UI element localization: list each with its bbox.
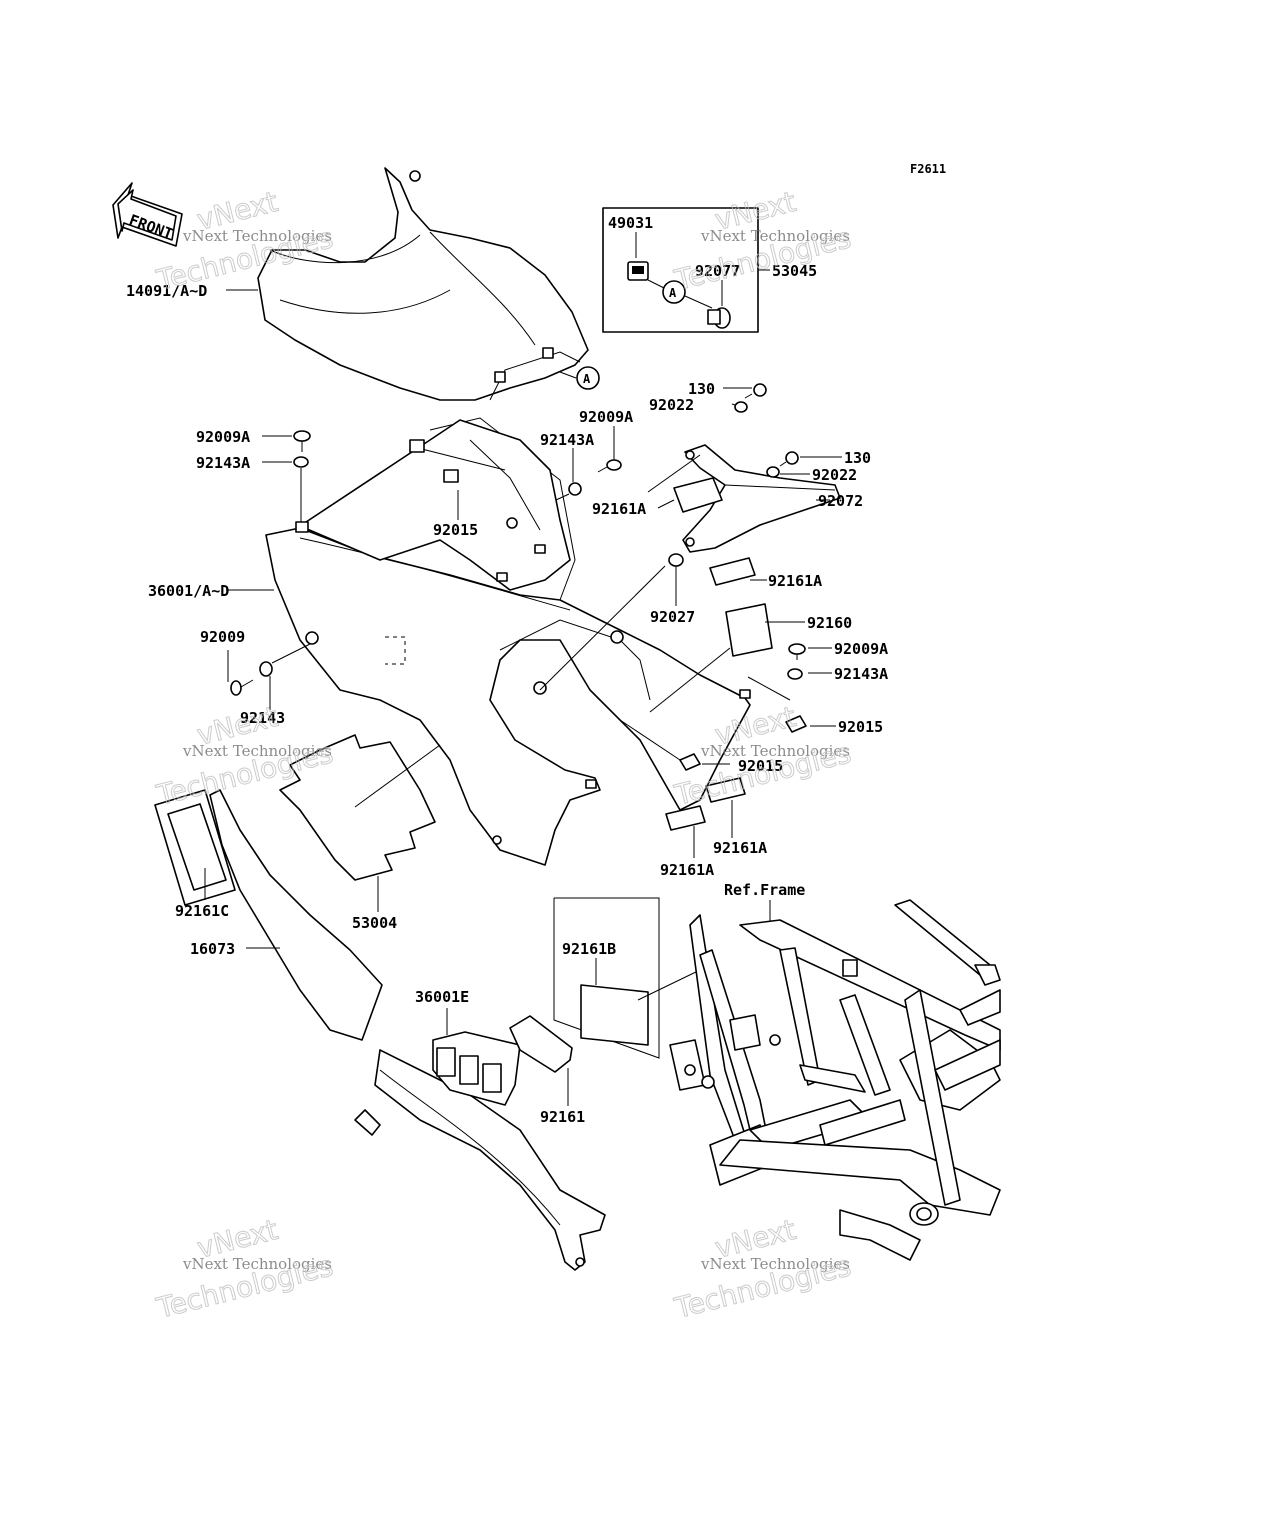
label-92015-right: 92015: [838, 718, 883, 736]
watermark-5: vNext vNext Technologies Technologies: [152, 1212, 336, 1325]
screw-92009-left: [230, 679, 254, 696]
label-14091: 14091/A~D: [126, 282, 207, 300]
watermark-6: vNext vNext Technologies Technologies: [670, 1212, 854, 1325]
pad-92161c: [154, 789, 236, 906]
svg-text:vNext Technologies: vNext Technologies: [700, 227, 850, 245]
label-53045: 53045: [772, 262, 817, 280]
svg-text:vNext Technologies: vNext Technologies: [182, 1255, 332, 1273]
marker-a-cover: A: [576, 366, 600, 390]
label-92143: 92143: [240, 709, 285, 727]
label-92015-top: 92015: [433, 521, 478, 539]
label-92161a-1: 92161A: [592, 500, 646, 518]
label-92027: 92027: [650, 608, 695, 626]
clip-92015-right: [785, 715, 807, 733]
washer-92143a-top: [568, 482, 582, 496]
bolt-130-a: [744, 383, 767, 399]
label-92161b: 92161B: [562, 940, 616, 958]
pad-92161a-2: [709, 557, 756, 586]
marker-a-inset: A: [662, 280, 686, 304]
svg-text:vNext Technologies: vNext Technologies: [182, 227, 332, 245]
svg-text:vNext Technologies: vNext Technologies: [700, 1255, 850, 1273]
label-49031: 49031: [608, 214, 653, 232]
pad-92161a-4: [705, 777, 746, 803]
svg-text:A: A: [669, 286, 677, 300]
label-16073: 16073: [190, 940, 235, 958]
svg-text:vNext Technologies: vNext Technologies: [700, 742, 850, 760]
label-92077: 92077: [695, 262, 740, 280]
label-92143a-right: 92143A: [834, 665, 888, 683]
label-92022-b: 92022: [812, 466, 857, 484]
front-cover-14091: [257, 167, 589, 401]
pad-92160: [725, 603, 773, 657]
screw-92009a-right: [788, 643, 806, 660]
grommet-92027: [668, 553, 684, 567]
label-ref-frame: Ref.Frame: [724, 881, 805, 899]
screw-92009a-top: [597, 459, 622, 473]
label-92009a-right: 92009A: [834, 640, 888, 658]
inset-box-53045: 49031 A 92077: [602, 207, 759, 333]
label-36001e: 36001E: [415, 988, 469, 1006]
label-92143a-top: 92143A: [540, 431, 594, 449]
label-92161a-2: 92161A: [768, 572, 822, 590]
label-92161: 92161: [540, 1108, 585, 1126]
side-cover-36001: [265, 417, 751, 866]
washer-92022-a: [734, 401, 748, 413]
label-36001: 36001/A~D: [148, 582, 229, 600]
washer-92143a-right: [787, 668, 803, 680]
label-92072: 92072: [818, 492, 863, 510]
bracket-92072: [682, 444, 841, 553]
pad-92161a-3: [665, 805, 706, 831]
variant-box-92161b: 92161B: [553, 897, 701, 1059]
pad-92161a-1: [673, 477, 723, 513]
label-92009a-top: 92009A: [579, 408, 633, 426]
label-130-a: 130: [688, 380, 715, 398]
washer-92143-left: [259, 661, 273, 677]
label-130-b: 130: [844, 449, 871, 467]
label-92009a-left: 92009A: [196, 428, 250, 446]
clip-92015-mid: [679, 753, 701, 771]
front-arrow-icon: FRONT: [112, 182, 183, 247]
label-92015-mid: 92015: [738, 757, 783, 775]
figure-code: F2611: [910, 162, 946, 176]
bolt-130-b: [779, 451, 799, 467]
insulator-53004: [279, 734, 441, 881]
reference-frame: Ref.Frame: [669, 881, 1001, 1261]
seal-16073: [209, 789, 383, 1041]
tube-92161: [509, 1015, 573, 1073]
label-92022-a: 92022: [649, 396, 694, 414]
label-92009: 92009: [200, 628, 245, 646]
label-92160: 92160: [807, 614, 852, 632]
label-92143a-left: 92143A: [196, 454, 250, 472]
label-53004: 53004: [352, 914, 397, 932]
washer-92022-b: [766, 466, 780, 478]
screw-92009a-left: [293, 430, 311, 452]
label-92161a-3: 92161A: [713, 839, 767, 857]
svg-text:vNext Technologies: vNext Technologies: [182, 742, 332, 760]
label-92161a-4: 92161A: [660, 861, 714, 879]
svg-text:A: A: [583, 372, 591, 386]
label-92161c: 92161C: [175, 902, 229, 920]
duct-36001e: [354, 1031, 606, 1271]
washer-92143a-left: [293, 456, 309, 468]
